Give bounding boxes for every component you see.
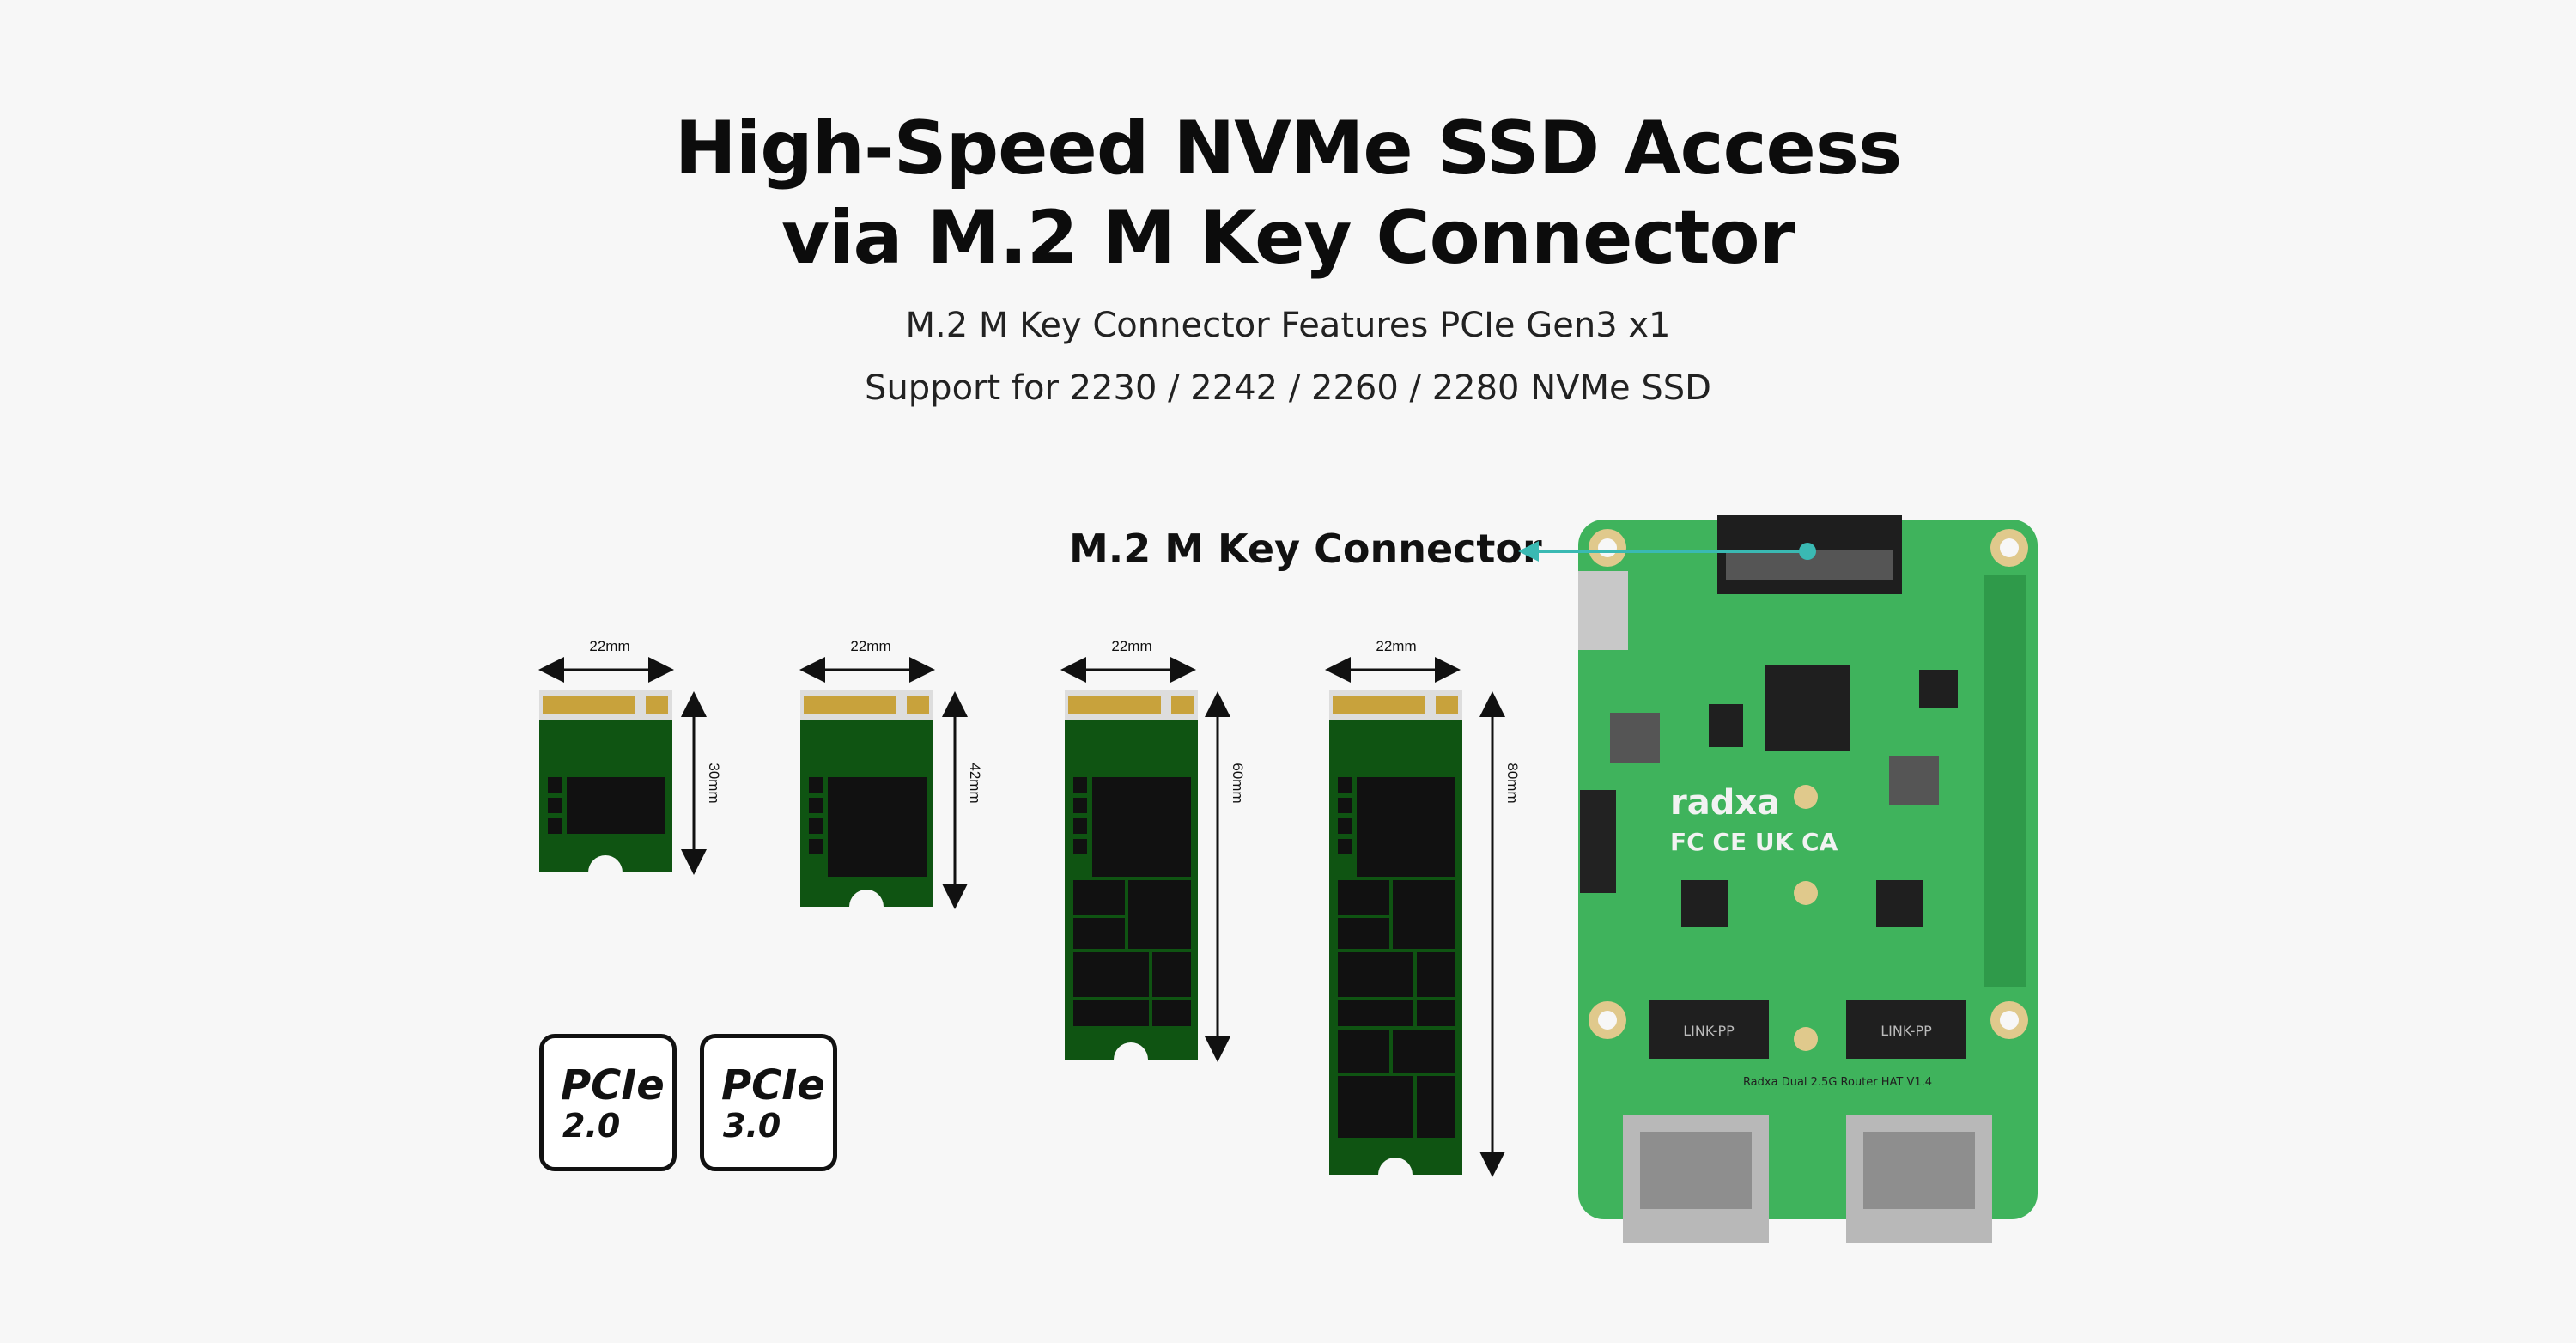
ethernet-chip xyxy=(1681,880,1728,927)
ssd-width-label: 22mm xyxy=(1376,638,1416,654)
ssd-length-label: 80mm xyxy=(1504,763,1521,803)
router-hat-board: radxa FC CE UK CA LINK-PP LINK-PP Radxa … xyxy=(1578,515,2038,1243)
ethernet-magnetics xyxy=(1649,1000,1769,1059)
ssd-2242: 22mm 42mm xyxy=(799,638,983,924)
ssd-2230: 22mm 30mm xyxy=(538,638,722,890)
ssd-length-label: 30mm xyxy=(706,763,722,803)
gpio-header xyxy=(1984,575,2026,988)
board-pcb xyxy=(1578,520,2038,1219)
magnetics-label: LINK-PP xyxy=(1880,1023,1932,1039)
controller-chip xyxy=(1765,665,1850,751)
brand-logo: radxa xyxy=(1670,783,1780,823)
badge-version: 2.0 xyxy=(562,1107,621,1145)
inductor xyxy=(1610,713,1660,763)
ethernet-magnetics xyxy=(1846,1000,1966,1059)
subtitle-line1: M.2 M Key Connector Features PCIe Gen3 x… xyxy=(905,306,1671,345)
badge-label: PCIe xyxy=(721,1061,825,1109)
subtitle-line2: Support for 2230 / 2242 / 2260 / 2280 NV… xyxy=(865,368,1711,408)
ffc-connector xyxy=(1580,790,1616,893)
connector-pointer xyxy=(1518,541,1816,562)
connector-label: M.2 M Key Connector xyxy=(1069,526,1542,572)
ssd-length-label: 42mm xyxy=(967,763,983,803)
badge-label: PCIe xyxy=(561,1061,665,1109)
ssd-2280: 22mm 80mm xyxy=(1325,638,1521,1192)
ssd-2260: 22mm 60mm xyxy=(1060,638,1246,1077)
ssd-length-label: 60mm xyxy=(1230,763,1246,803)
page-title-line1: High-Speed NVMe SSD Access xyxy=(674,106,1903,191)
badge-version: 3.0 xyxy=(723,1107,781,1145)
board-silkscreen: Radxa Dual 2.5G Router HAT V1.4 xyxy=(1743,1076,1932,1089)
pcie-2-badge: PCIe 2.0 xyxy=(539,1034,677,1171)
pcie-3-badge: PCIe 3.0 xyxy=(700,1034,837,1171)
ethernet-chip xyxy=(1876,880,1923,927)
page-title-line2: via M.2 M Key Connector xyxy=(781,195,1795,281)
usb-port xyxy=(1578,571,1628,650)
ssd-width-label: 22mm xyxy=(1111,638,1151,654)
magnetics-label: LINK-PP xyxy=(1683,1023,1735,1039)
ssd-width-label: 22mm xyxy=(589,638,629,654)
ssd-width-label: 22mm xyxy=(850,638,890,654)
certification-marks: FC CE UK CA xyxy=(1670,828,1838,856)
